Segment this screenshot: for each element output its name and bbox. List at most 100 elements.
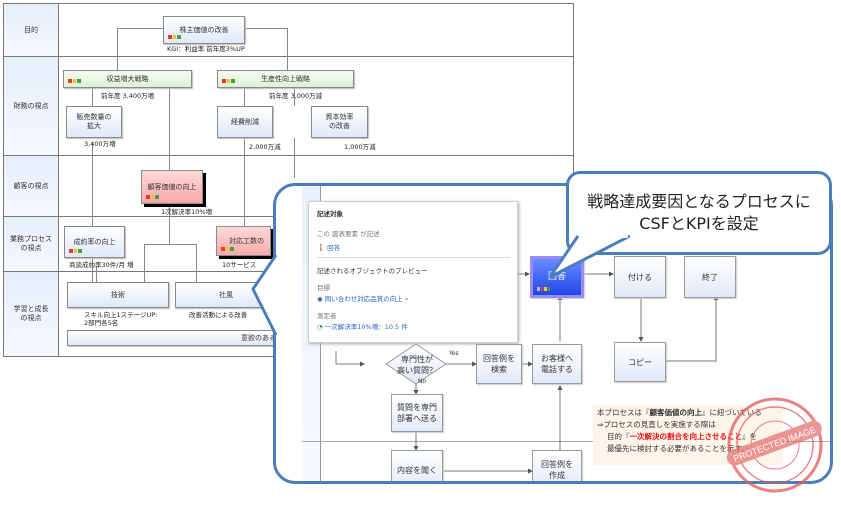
- kpi-indicator-icon: [537, 287, 551, 292]
- flow-node-listen[interactable]: 内容を聞く: [391, 450, 443, 481]
- cost-target-note: 2,000万減: [249, 143, 281, 151]
- connector: [92, 142, 93, 282]
- connector: [244, 138, 245, 228]
- person-icon: 🚶: [317, 244, 326, 252]
- node-cost-reduction[interactable]: 経費削減: [217, 106, 273, 138]
- search-icon[interactable]: ⌕: [404, 295, 409, 303]
- connector: [244, 86, 245, 106]
- connector: [92, 86, 93, 106]
- kpi-indicator-icon: [221, 247, 235, 252]
- lane-label-financial: 財務の視点: [4, 57, 59, 155]
- node-productivity[interactable]: 生産性向上戦略: [217, 70, 354, 88]
- link-label: 回答: [327, 244, 341, 252]
- node-response-effort[interactable]: 対応工数の: [216, 226, 271, 256]
- kaizen-target-note: 改善活動による改善: [189, 311, 248, 319]
- annot-text: 』を: [742, 432, 757, 441]
- kgi-note: KGI：利益率 前年度3%UP: [167, 45, 245, 53]
- connector: [294, 138, 295, 178]
- node-motivation[interactable]: 意欲のある労働: [67, 330, 297, 346]
- lane-divider: [4, 56, 573, 57]
- close-target-note: 商談成約率30件/月 増: [69, 261, 134, 269]
- connector: [144, 244, 196, 245]
- node-customer-value[interactable]: 顧客価値の向上: [141, 170, 203, 204]
- connector: [169, 86, 170, 170]
- productivity-target-note: 前年度 3,000万減: [269, 92, 323, 100]
- connector: [196, 244, 197, 282]
- node-sales-volume[interactable]: 販売数量の 拡大: [66, 106, 122, 138]
- kpi-indicator-icon: [168, 35, 182, 40]
- connector: [96, 266, 97, 282]
- flow-node-search-answer[interactable]: 回答例を 検索: [476, 344, 522, 384]
- flow-decision-expert-question[interactable]: 専門性が 高い質問？: [397, 355, 437, 375]
- flow-node-attach[interactable]: 付ける: [614, 256, 666, 298]
- node-revenue-growth[interactable]: 収益増大戦略: [63, 70, 192, 88]
- popup-goal-link[interactable]: ◉ 問い合わせ対応品質の向上 ⌕: [317, 293, 408, 304]
- sales-target-note: 3,400万増: [84, 140, 116, 148]
- popup-measure-label: 測定者: [317, 312, 337, 320]
- node-label: 付ける: [628, 272, 652, 282]
- capital-target-note: 1,000万減: [344, 143, 376, 151]
- node-capital-efficiency[interactable]: 資本効率 の改善: [311, 106, 368, 138]
- flow-node-end[interactable]: 終了: [684, 256, 736, 298]
- popup-measure-link[interactable]: ◔ 一次解決率10%増：10.5 件: [317, 321, 408, 331]
- flow-node-call-customer[interactable]: お客様へ 電話する: [532, 344, 582, 384]
- annot-text: 最優先に検討する必要があることを示す。: [607, 444, 749, 453]
- annot-text: 目的『: [607, 432, 630, 441]
- popup-title: 記述対象: [317, 210, 343, 218]
- gauge-icon: ◔: [317, 323, 323, 331]
- stamp-text: PROTECTED IMAGE: [732, 424, 817, 463]
- connector: [287, 28, 288, 70]
- target-icon: ◉: [317, 295, 323, 303]
- node-label: 株主価値の改善: [179, 25, 229, 34]
- node-technology[interactable]: 技術: [67, 282, 169, 308]
- lane-label-learning: 学習と成長 の視点: [4, 272, 59, 356]
- connector: [244, 28, 287, 29]
- callout-line-2: CSFとKPIを設定: [639, 214, 759, 233]
- kpi-indicator-icon: [146, 195, 160, 200]
- first-resolution-note: 1次解決率10%増: [161, 208, 213, 216]
- popup-preview-title: 記述されるオブジェクトのプレビュー: [317, 267, 428, 275]
- service-target-note: 10サービス: [222, 261, 257, 269]
- popup-described-by: この 図表要素 が記述: [317, 230, 380, 238]
- popup-divider: [316, 257, 510, 258]
- node-label: 収益増大戦略: [106, 74, 149, 83]
- connector: [117, 28, 118, 70]
- protected-image-stamp-icon: PROTECTED IMAGE: [726, 397, 823, 493]
- flow-node-create-answer[interactable]: 回答例を 作成: [532, 450, 582, 481]
- annot-text: ⇒プロセスの見直しを実施する際は: [597, 420, 716, 429]
- node-label: 対応工数の: [229, 236, 264, 245]
- decision-diamond: [385, 343, 447, 385]
- connector: [294, 86, 295, 106]
- node-close-rate[interactable]: 成約率の向上: [64, 226, 125, 258]
- flow-node-copy[interactable]: コピー: [614, 342, 666, 382]
- connector: [144, 244, 145, 282]
- lane-label-process: 業務プロセス の視点: [4, 217, 59, 271]
- annot-red-highlight: 一次解決の割合を向上させること: [629, 432, 743, 441]
- node-shareholder-value[interactable]: 株主価値の改善: [163, 16, 245, 44]
- node-label: 生産性向上戦略: [261, 74, 310, 83]
- lane-divider: [4, 155, 573, 156]
- callout-tail-left: [251, 255, 280, 345]
- link-label: 一次解決率10%増：10.5 件: [324, 323, 408, 331]
- callout-line-1: 戦略達成要因となるプロセスに: [587, 192, 811, 211]
- decision-no-label: No: [418, 378, 427, 385]
- decision-yes-label: Yes: [449, 350, 459, 357]
- flow-node-forward-question[interactable]: 質問を専門 部署へ送る: [391, 394, 443, 432]
- description-popup: 記述対象 この 図表要素 が記述 🚶 回答 記述されるオブジェクトのプレビュー …: [308, 201, 518, 343]
- connector: [117, 28, 163, 29]
- link-label: 問い合わせ対応品質の向上: [324, 295, 403, 303]
- popup-element-link[interactable]: 🚶 回答: [317, 242, 340, 252]
- process-flow: 回答 付ける 終了 コピー 専門性が 高い質問？ Yes No 回答例を 検索 …: [276, 186, 830, 481]
- connector: [169, 204, 170, 244]
- lane-label-purpose: 目的: [4, 4, 59, 56]
- revenue-target-note: 前年度 3,400万増: [101, 92, 155, 100]
- kpi-indicator-icon: [68, 79, 82, 84]
- popup-goal-label: 目標: [317, 284, 330, 292]
- annot-text: 』に紐づいている: [702, 408, 762, 417]
- node-label: 成約率の向上: [73, 237, 116, 246]
- node-label: 顧客価値の向上: [147, 182, 197, 191]
- node-label: 回答: [547, 271, 566, 282]
- callout-bubble-tail: [548, 235, 630, 279]
- annot-text: 本プロセスは『: [597, 408, 650, 417]
- lane-label-customer: 顧客の視点: [4, 156, 59, 216]
